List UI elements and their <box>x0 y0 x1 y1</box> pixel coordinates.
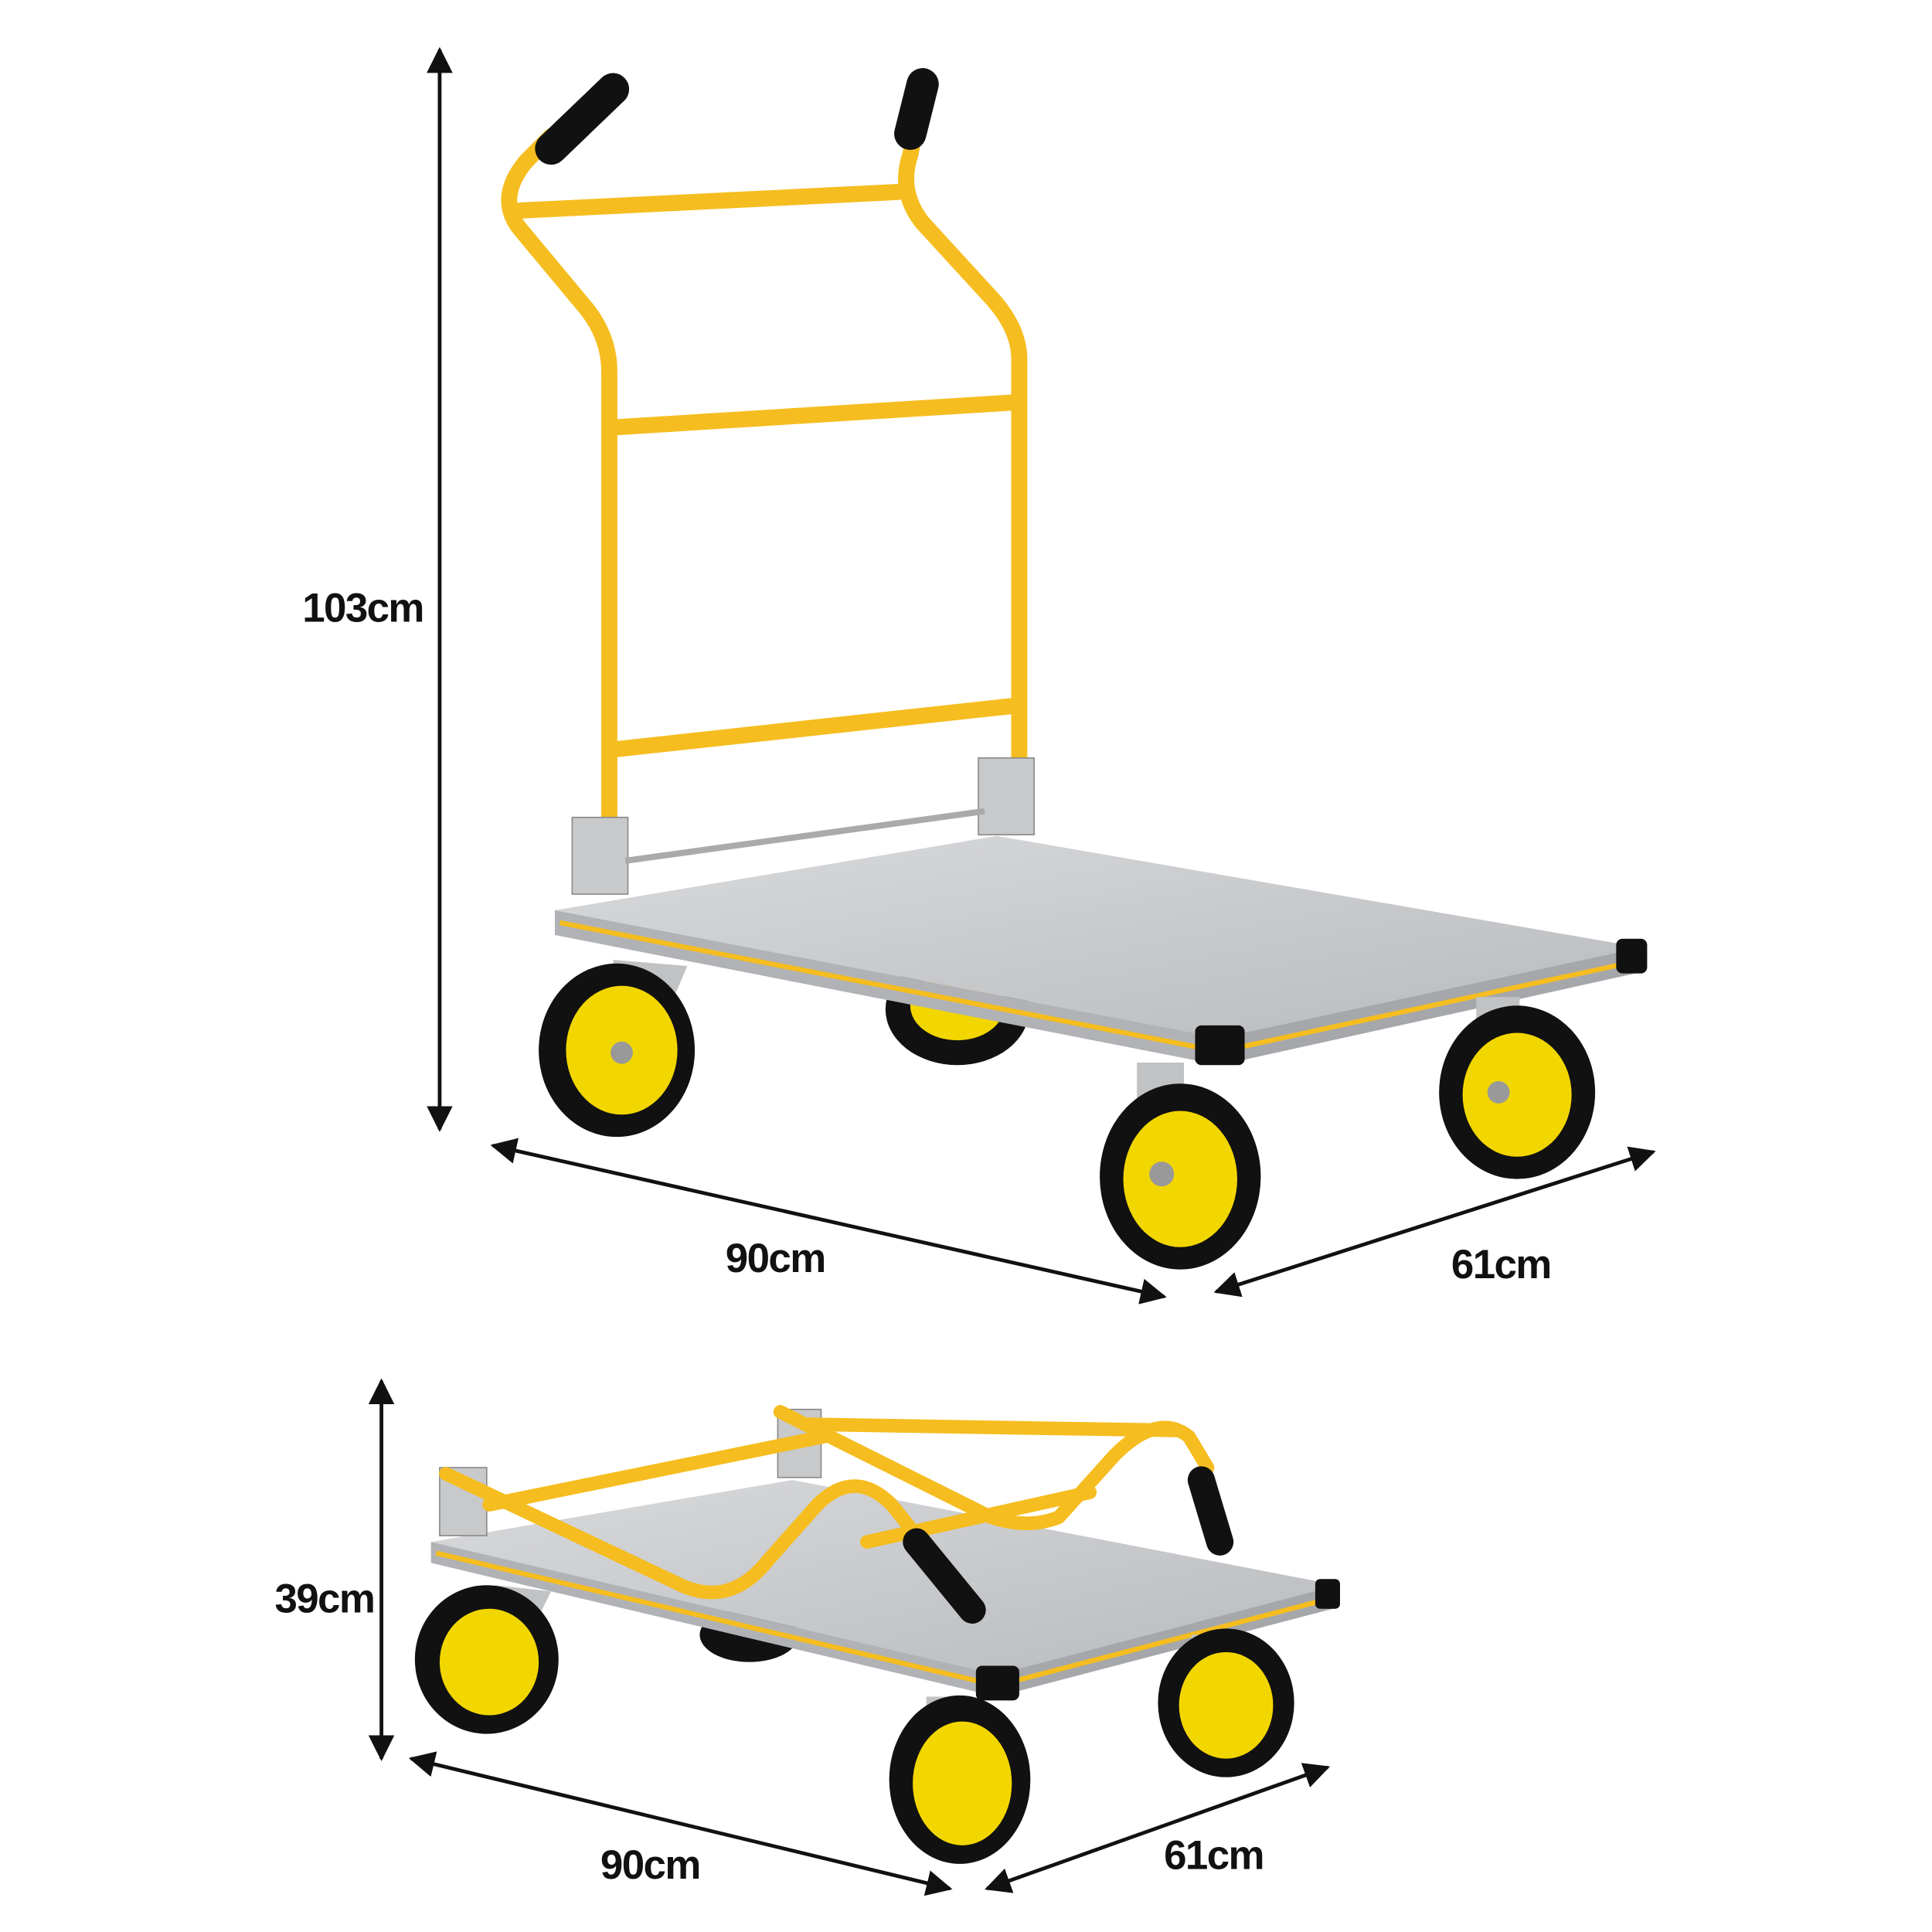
wheel-icon <box>889 1695 1031 1864</box>
platform <box>554 835 1648 1066</box>
dimension-arrows-unfolded <box>427 46 1656 1304</box>
length-arrow <box>408 1751 953 1896</box>
length-arrow <box>490 1138 1167 1304</box>
folded-trolley <box>414 1405 1340 1864</box>
width-arrow <box>985 1763 1331 1893</box>
folded-width-label: 61cm <box>1164 1832 1264 1878</box>
wheel-icon <box>1158 1628 1294 1777</box>
dimension-arrows-folded <box>368 1378 1331 1896</box>
folded-length-label: 90cm <box>600 1842 700 1888</box>
unfolded-trolley <box>501 68 1648 1270</box>
handle-grip-icon <box>535 68 939 165</box>
platform <box>430 1480 1340 1701</box>
unfolded-height-label: 103cm <box>302 585 423 631</box>
unfolded-width-label: 61cm <box>1451 1242 1551 1287</box>
hinge-bracket <box>978 757 1035 835</box>
width-arrow <box>1213 1146 1656 1298</box>
wheel-icon <box>539 959 696 1138</box>
wheel-icon <box>1439 997 1596 1179</box>
wheel-icon <box>414 1585 559 1734</box>
folded-height-label: 39cm <box>274 1577 374 1622</box>
wheel-icon <box>1100 1063 1261 1270</box>
handle-frame <box>439 1405 1215 1600</box>
handle-grip-icon <box>903 1466 1234 1624</box>
handle-frame <box>501 115 1028 863</box>
unfolded-length-label: 90cm <box>726 1236 825 1281</box>
hinge-bracket <box>571 816 629 895</box>
